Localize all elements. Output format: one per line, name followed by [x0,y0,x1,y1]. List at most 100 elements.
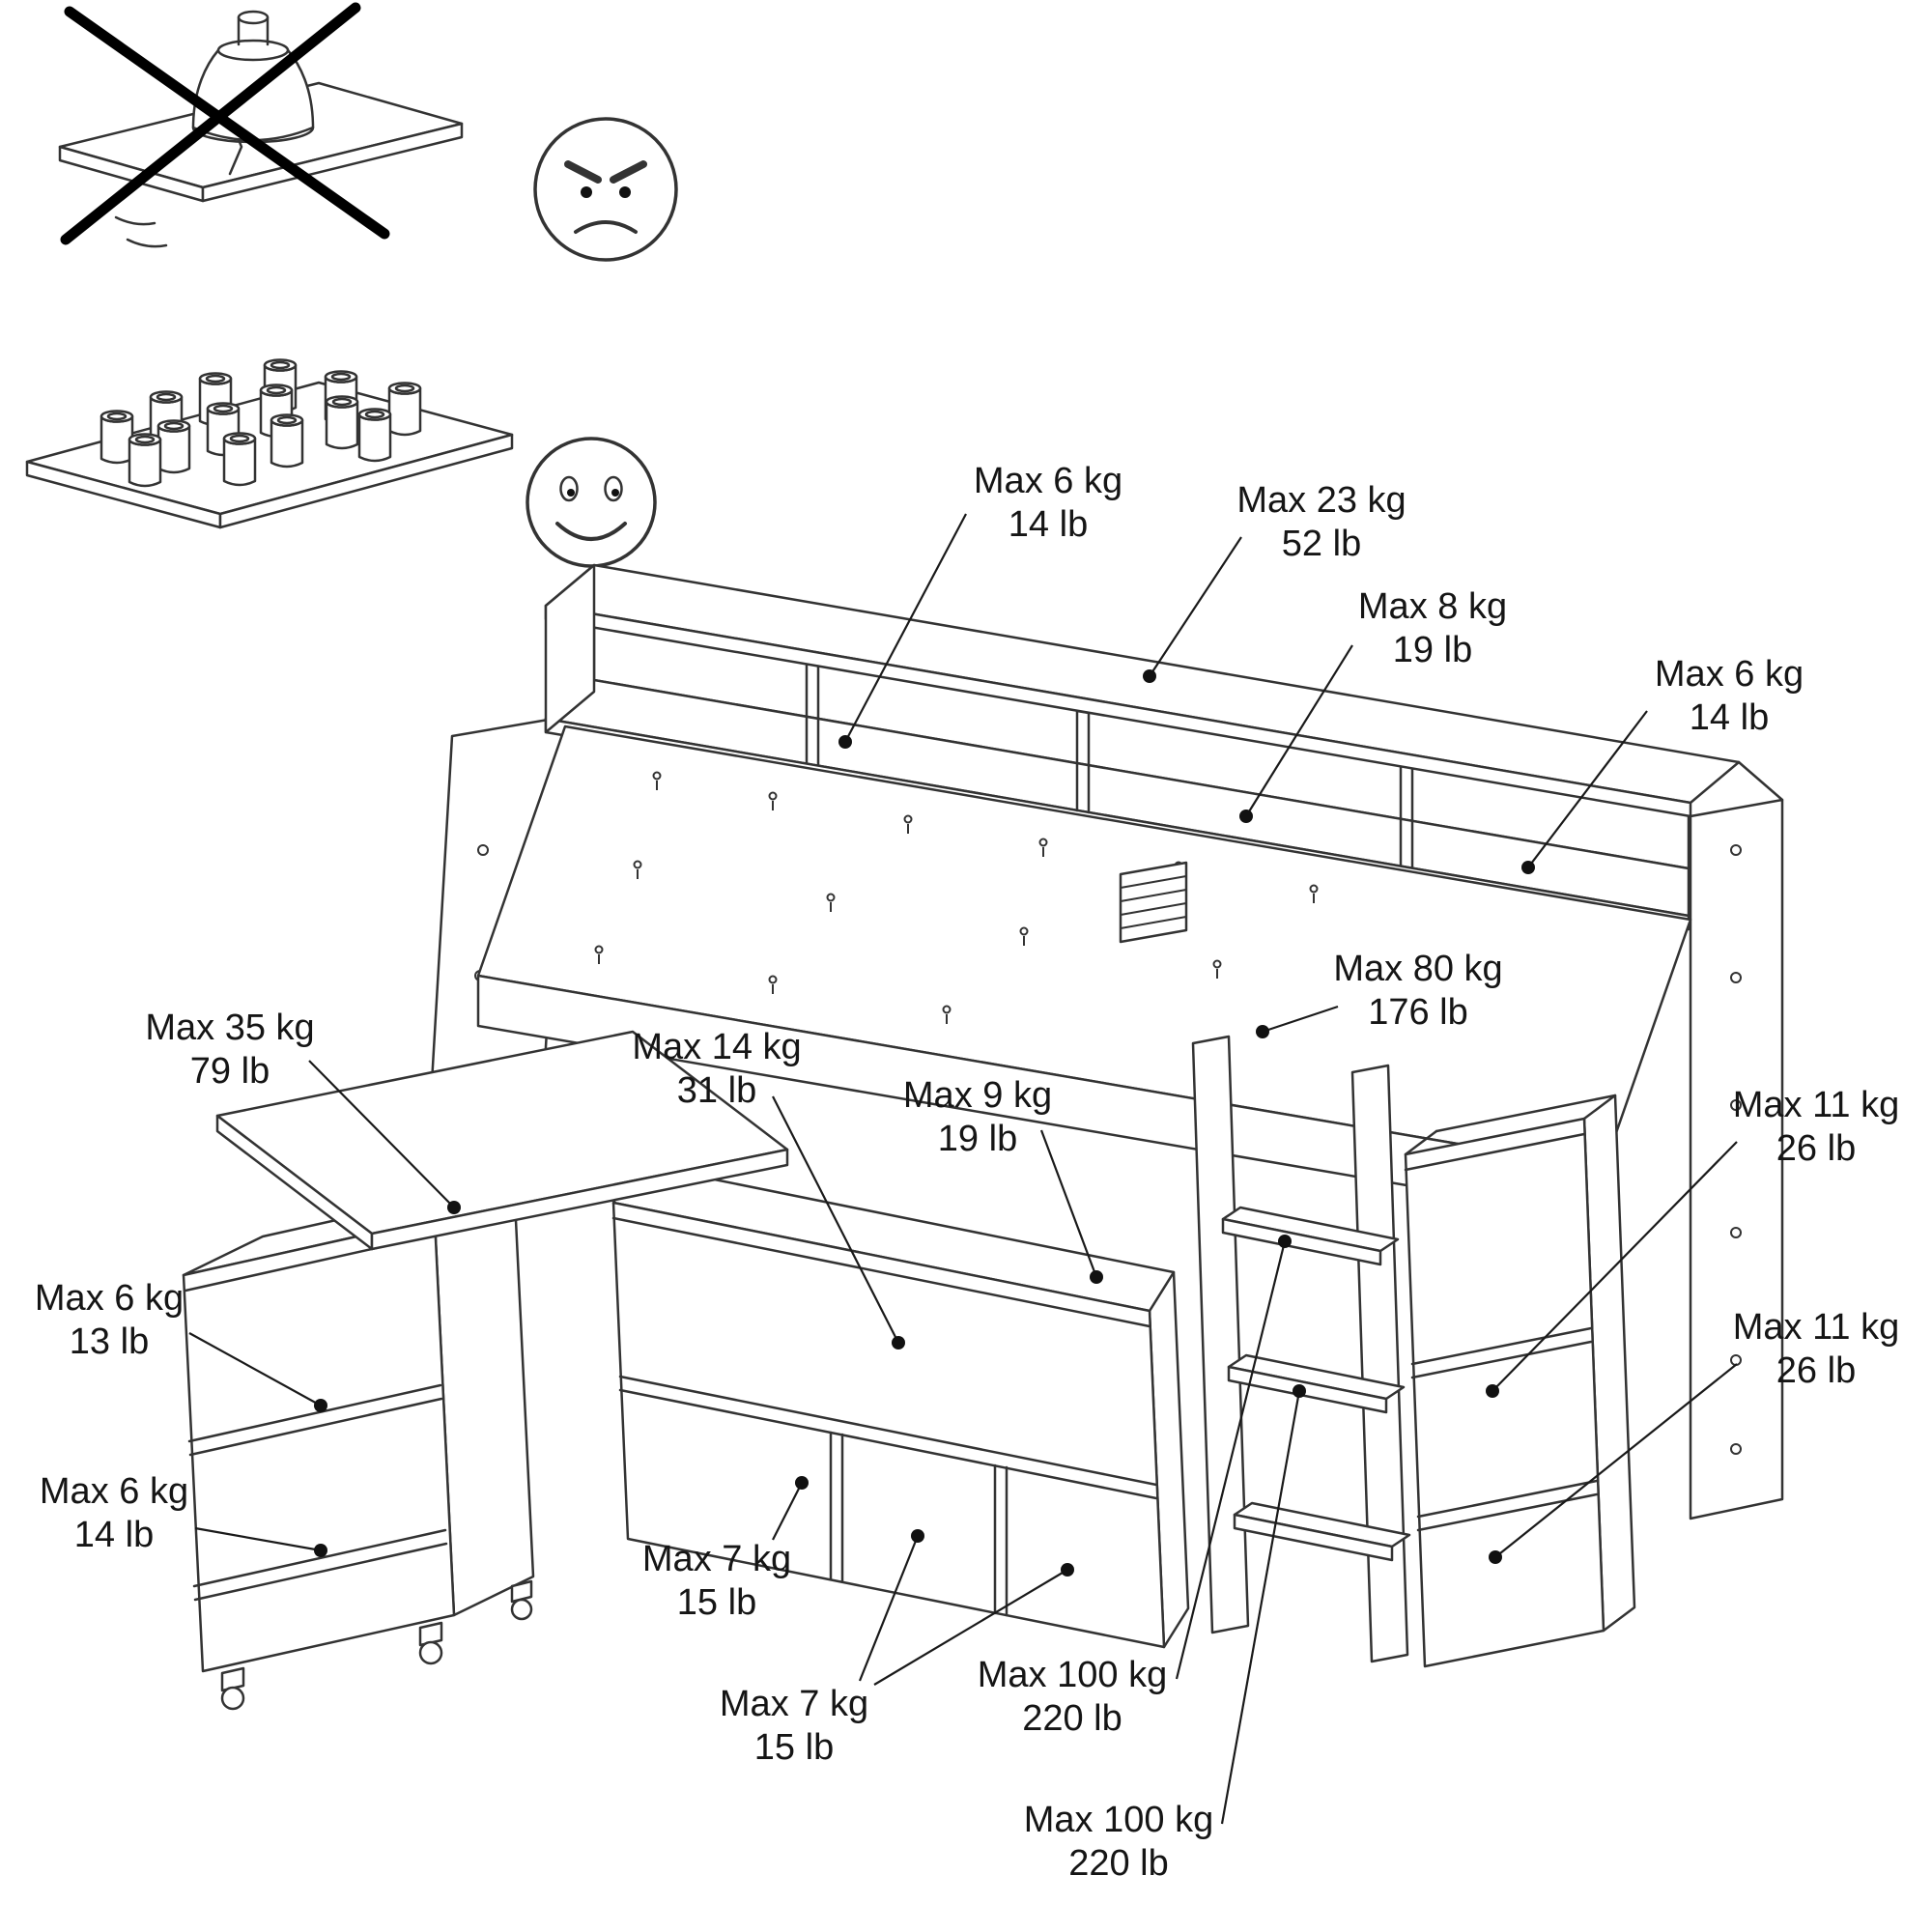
weight-label-mid-unit-lower-left: Max 7 kg 15 lb [642,1539,791,1623]
cart-front [182,1217,456,1673]
svg-text:14 lb: 14 lb [74,1515,154,1555]
dont-illustration [58,2,464,248]
leader-line [1245,644,1353,817]
mid-unit-shelf [618,1375,1158,1487]
right-unit-shelf [1416,1479,1599,1519]
leader-line [308,1060,455,1208]
ladder-step [1221,1206,1400,1266]
callout-dot [447,1201,461,1214]
callout-dot [314,1399,327,1412]
svg-text:Max 11 kg: Max 11 kg [1733,1085,1899,1125]
svg-text:13 lb: 13 lb [70,1321,149,1362]
leader-line [1494,1363,1738,1558]
weight-label-headboard-shelf-right: Max 6 kg 14 lb [1655,654,1804,738]
caster-wheel [510,1579,533,1621]
svg-text:15 lb: 15 lb [754,1727,834,1768]
weight-label-desk-top: Max 35 kg 79 lb [145,1008,314,1092]
weight-label-headboard-shelf-middle: Max 8 kg 19 lb [1358,586,1507,670]
can-icon [270,413,304,469]
svg-text:Max 8 kg: Max 8 kg [1358,586,1507,627]
ladder-left-rail [1191,1035,1250,1634]
can-icon [99,410,134,465]
weight-label-under-desk-shelf: Max 14 kg 31 lb [632,1027,801,1111]
svg-text:Max 23 kg: Max 23 kg [1236,480,1406,521]
weight-label-bed-platform: Max 80 kg 176 lb [1333,949,1502,1033]
leader-line [1220,1390,1301,1825]
right-eye [619,186,631,198]
weight-label-mid-unit-lower-right: Max 7 kg 15 lb [720,1684,868,1768]
leader-line [1527,710,1648,868]
can-icon [156,419,191,474]
weight-label-ladder-step-upper: Max 100 kg 220 lb [978,1655,1167,1739]
caster-wheel [220,1666,245,1711]
svg-text:Max 100 kg: Max 100 kg [1024,1800,1213,1840]
leader-line [858,1535,920,1682]
vent-grille-icon [1119,861,1188,944]
leader-line [1175,1240,1287,1680]
leader-line [1262,1005,1339,1034]
right-eyebrow [610,160,647,184]
middle-shelf-unit [611,1162,1190,1649]
callouts [188,513,1738,1825]
callout-dot [1061,1563,1074,1577]
svg-text:79 lb: 79 lb [190,1051,270,1092]
loft-bed-diagram [182,563,1784,1711]
leader-line [1492,1141,1738,1392]
happy-face-icon [526,437,657,568]
right-unit-shelf [1410,1326,1593,1366]
pull-out-desk [215,1030,789,1251]
bed-right-post [1689,760,1784,1520]
callout-dot [892,1336,905,1350]
callout-dot [1143,669,1156,683]
svg-text:31 lb: 31 lb [677,1070,756,1111]
weight-label-cart-upper-shelf: Max 6 kg 13 lb [35,1278,184,1362]
weight-label-headboard-shelf-left: Max 6 kg 14 lb [974,461,1122,545]
rolling-cart [182,1179,535,1711]
svg-text:19 lb: 19 lb [938,1119,1017,1159]
callout-dot [1486,1384,1499,1398]
svg-text:Max 11 kg: Max 11 kg [1733,1307,1899,1348]
left-eyebrow [564,160,602,184]
weight-label-ladder-step-lower: Max 100 kg 220 lb [1024,1800,1213,1884]
leader-line [844,513,967,743]
weight-label-right-unit-upper: Max 11 kg 26 lb [1733,1085,1899,1169]
svg-text:Max 6 kg: Max 6 kg [40,1471,188,1512]
can-icon [357,408,392,463]
callout-dot [795,1476,809,1490]
shelf-left-end [544,563,596,734]
leader-line [772,1095,899,1344]
callout-dot [1090,1270,1103,1284]
can-icon [128,433,162,488]
svg-text:Max 14 kg: Max 14 kg [632,1027,801,1067]
callout-dot [911,1529,924,1543]
weight-label-mid-unit-top: Max 9 kg 19 lb [903,1075,1052,1159]
ladder-right-rail [1350,1064,1409,1663]
svg-text:Max 6 kg: Max 6 kg [35,1278,184,1319]
svg-text:14 lb: 14 lb [1690,697,1769,738]
svg-text:176 lb: 176 lb [1368,992,1468,1033]
svg-text:26 lb: 26 lb [1776,1350,1856,1391]
right-eye [604,475,623,502]
motion-dash [114,215,156,226]
weight-label-cart-lower-shelf: Max 6 kg 14 lb [40,1471,188,1555]
weight-label-right-unit-lower: Max 11 kg 26 lb [1733,1307,1899,1391]
prohibition-cross-icon [60,2,361,245]
svg-text:52 lb: 52 lb [1282,524,1361,564]
leader-line [1149,536,1242,677]
cart-shelf [187,1383,442,1443]
right-unit-front [1404,1117,1605,1668]
callout-dot [1489,1550,1502,1564]
callout-dot [314,1544,327,1557]
leader-line [188,1332,322,1406]
caster-wheel [418,1621,443,1665]
svg-text:Max 9 kg: Max 9 kg [903,1075,1052,1116]
svg-text:220 lb: 220 lb [1022,1698,1122,1739]
svg-text:Max 6 kg: Max 6 kg [974,461,1122,501]
callout-dot [1256,1025,1269,1038]
screw-hole-marks [594,771,1319,1024]
ladder-step [1227,1353,1406,1414]
leader-line [873,1569,1068,1686]
left-eye [559,475,579,502]
weight-label-headboard-top: Max 23 kg 52 lb [1236,480,1406,564]
